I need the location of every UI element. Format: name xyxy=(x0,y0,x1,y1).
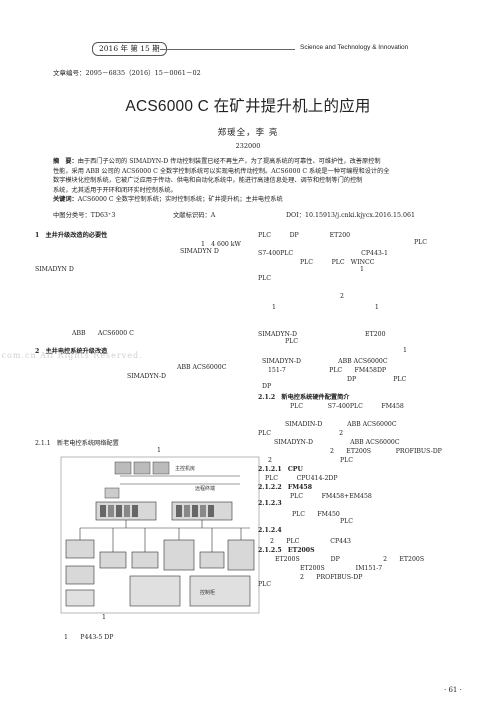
right-text-line: PLC S7-400PLC FM458 xyxy=(290,403,404,410)
terminal-icon xyxy=(104,487,120,499)
left-text: SIMADYN-D xyxy=(127,373,166,380)
right-text-line: PLC xyxy=(258,581,272,588)
doi: DOI：10.15913/j.cnki.kjycx.2016.15.061 xyxy=(286,212,415,219)
plc-rack-icon xyxy=(95,501,233,521)
right-text-line: 2.1.2.4 xyxy=(258,527,282,534)
paper-title: ACS6000 C 在矿井提升机上的应用 xyxy=(125,98,371,115)
right-text-line: PLC FM458+EM458 xyxy=(290,493,372,500)
abstract-line: 数字模块化控制系统，它被广泛应用于传动、供电和自动化系统中，能进行高速信息处理、… xyxy=(53,177,363,185)
figure-caption: 1 P443-5 DP xyxy=(64,634,114,641)
figure-number: 1 xyxy=(102,614,106,621)
article-number: 文章编号：2095－6835（2016）15－0061－02 xyxy=(53,69,201,77)
right-text-line: SIMADYN-D ET200 xyxy=(258,331,386,338)
right-text-line: PLC FM450 xyxy=(292,511,340,518)
section-2-title: 2 主井电控系统升级改造 xyxy=(35,348,108,355)
keywords-label: 关键词： xyxy=(53,196,78,203)
keywords-text: ACS6000 C 全数字控制系统；实时控制系统；矿井提升机；主井电控系统 xyxy=(77,196,283,203)
document-code: 文献标识码：A xyxy=(173,212,216,219)
network-diagram: 主控机房 远程终端 控制柜 xyxy=(60,456,260,614)
right-text-line: 2 PLC xyxy=(268,457,354,464)
section-2-1-1-title: 2.1.1 新老电控系统网络配置 xyxy=(35,440,119,447)
left-text: SIMADYN D xyxy=(35,266,74,273)
authors: 郑瑗全，李 亮 xyxy=(217,128,279,138)
left-text: 1 4 600 kW xyxy=(201,241,241,248)
right-text-line: PLC PLC WINCC xyxy=(300,259,375,266)
left-text: ABB ACS6000 C xyxy=(72,330,134,337)
right-text-line: PLC 2 xyxy=(258,430,344,437)
right-text-line: PLC xyxy=(340,518,354,525)
diagram-label-top: 主控机房 xyxy=(175,465,195,472)
right-text-line: S7-400PLC CP443-1 xyxy=(258,250,388,257)
right-text-line: 2 ET200S PROFIBUS-DP xyxy=(330,448,442,455)
diagram-label-mid: 远程终端 xyxy=(195,485,215,492)
left-text: ABB ACS6000C xyxy=(177,364,227,371)
abstract: 摘 要：由于西门子公司的 SIMADYN-D 传动控制装置已经不再生产，为了提高… xyxy=(53,157,448,195)
left-text: SIMADYN D xyxy=(180,248,219,255)
section-1-title: 1 主井升级改造的必要性 xyxy=(35,232,108,239)
right-text-line: PLC xyxy=(285,338,299,345)
left-text: 1 xyxy=(157,447,161,454)
journal-name: Science and Technology & Innovation xyxy=(300,44,409,51)
right-text-line: PLC xyxy=(414,239,428,246)
right-text-line: PLC CPU414-2DP xyxy=(265,475,338,482)
right-text-line: 2 PROFIBUS-DP xyxy=(300,574,363,581)
right-text-line: ET200S IM151-7 xyxy=(300,565,383,572)
right-text-line: 2.1.2 新电控系统硬件配置简介 xyxy=(258,394,350,401)
right-text-line: 2.1.2.3 xyxy=(258,500,282,507)
right-text-line: PLC DP ET200 xyxy=(258,232,351,239)
right-text-line: DP xyxy=(262,383,272,390)
abstract-label: 摘 要： xyxy=(53,158,78,165)
abstract-line: 性能，采用 ABB 公司的 ACS6000 C 全数字控制系统可以实现电机传动控… xyxy=(53,167,390,175)
right-text-line: SIMADIN-D ABB ACS6000C xyxy=(285,421,397,428)
postal-code: 232000 xyxy=(235,142,261,150)
right-text-line: SIMADYN-D ABB ACS6000C xyxy=(274,439,400,446)
right-text-line: 2 PLC CP443 xyxy=(270,538,351,545)
keywords: 关键词：ACS6000 C 全数字控制系统；实时控制系统；矿井提升机；主井电控系… xyxy=(53,195,448,204)
right-text-line: SIMADYN-D ABB ACS6000C xyxy=(262,358,388,365)
operator-station-icon xyxy=(114,461,170,475)
right-text-line: 151-7 PLC FM458DP xyxy=(268,367,387,374)
right-text-line: 2.1.2.5 ET200S xyxy=(258,547,315,554)
io-module-icon xyxy=(65,539,255,585)
abstract-line: 系统，尤其适用于开环和闭环实时控制系统。 xyxy=(53,186,177,194)
copyright-watermark: .com.cn All Rights Reserved. xyxy=(0,351,143,360)
abstract-line: 由于西门子公司的 SIMADYN-D 传动控制装置已经不再生产，为了提高系统的可… xyxy=(77,158,381,165)
right-text-line: 1 1 xyxy=(272,304,379,311)
right-text-line: 2.1.2.1 CPU xyxy=(258,466,303,473)
clc-number: 中图分类号：TD63⁺3 xyxy=(53,212,116,219)
issue-label: 2016 年 第 15 期 xyxy=(92,42,167,56)
right-text-line: 2.1.2.2 FM458 xyxy=(258,484,313,491)
right-text-line: ET200S DP 2 ET200S xyxy=(275,556,425,563)
right-text-line: DP PLC xyxy=(347,376,407,383)
right-text-line: 2 xyxy=(340,293,344,300)
page-number: · 61 · xyxy=(444,686,462,694)
right-text-line: PLC xyxy=(258,275,272,282)
right-text-line: 1 xyxy=(403,347,407,354)
diagram-label-bottom: 控制柜 xyxy=(200,589,215,596)
header-rule xyxy=(160,49,295,50)
right-text-line: 1 xyxy=(360,266,364,273)
control-cabinet-icon xyxy=(65,575,251,607)
